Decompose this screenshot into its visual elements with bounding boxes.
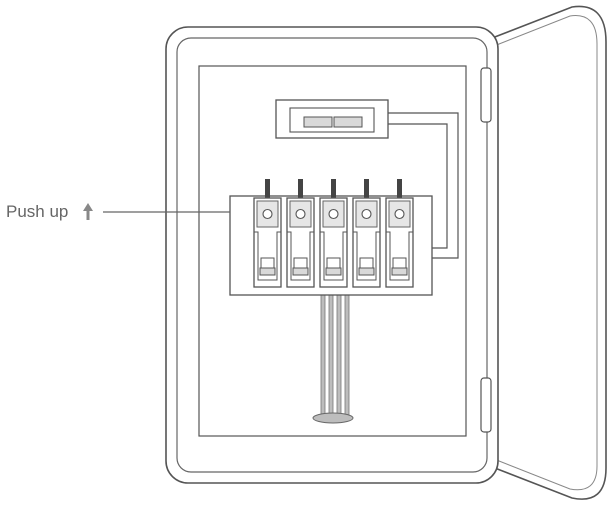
cable-bundle xyxy=(320,294,350,418)
terminal-screw-icon xyxy=(361,208,372,220)
toggle-handle[interactable] xyxy=(391,267,408,276)
breaker-row xyxy=(253,179,414,288)
toggle-handle[interactable] xyxy=(292,267,309,276)
breaker-lever[interactable] xyxy=(364,179,369,200)
breaker-profile xyxy=(254,231,281,281)
lower-hinge xyxy=(480,377,492,433)
cable-gland xyxy=(312,412,354,424)
circuit-breaker[interactable] xyxy=(385,179,414,288)
toggle-handle[interactable] xyxy=(325,267,342,276)
breaker-profile xyxy=(287,231,314,281)
breaker-lever[interactable] xyxy=(331,179,336,200)
circuit-breaker[interactable] xyxy=(253,179,282,288)
feed-wire xyxy=(388,112,459,259)
circuit-breaker[interactable] xyxy=(286,179,315,288)
circuit-breaker[interactable] xyxy=(352,179,381,288)
push-up-callout-label: Push up xyxy=(6,202,69,221)
terminal-screw-icon xyxy=(262,208,273,220)
toggle-handle[interactable] xyxy=(358,267,375,276)
breaker-profile xyxy=(320,231,347,281)
up-arrow-icon xyxy=(83,203,93,220)
cabinet-inner-frame xyxy=(176,37,488,473)
feed-wire-inner xyxy=(388,123,448,249)
terminal-screw-icon xyxy=(295,208,306,220)
circuit-breaker[interactable] xyxy=(319,179,348,288)
terminal-screw-icon xyxy=(394,208,405,220)
terminal-screw-icon xyxy=(328,208,339,220)
breaker-lever[interactable] xyxy=(298,179,303,200)
breaker-profile xyxy=(353,231,380,281)
toggle-handle[interactable] xyxy=(259,267,276,276)
panel-door xyxy=(486,5,607,500)
breaker-lever[interactable] xyxy=(265,179,270,200)
breaker-profile xyxy=(386,231,413,281)
upper-hinge xyxy=(480,67,492,123)
breaker-lever[interactable] xyxy=(397,179,402,200)
main-fuse-block xyxy=(275,99,389,139)
